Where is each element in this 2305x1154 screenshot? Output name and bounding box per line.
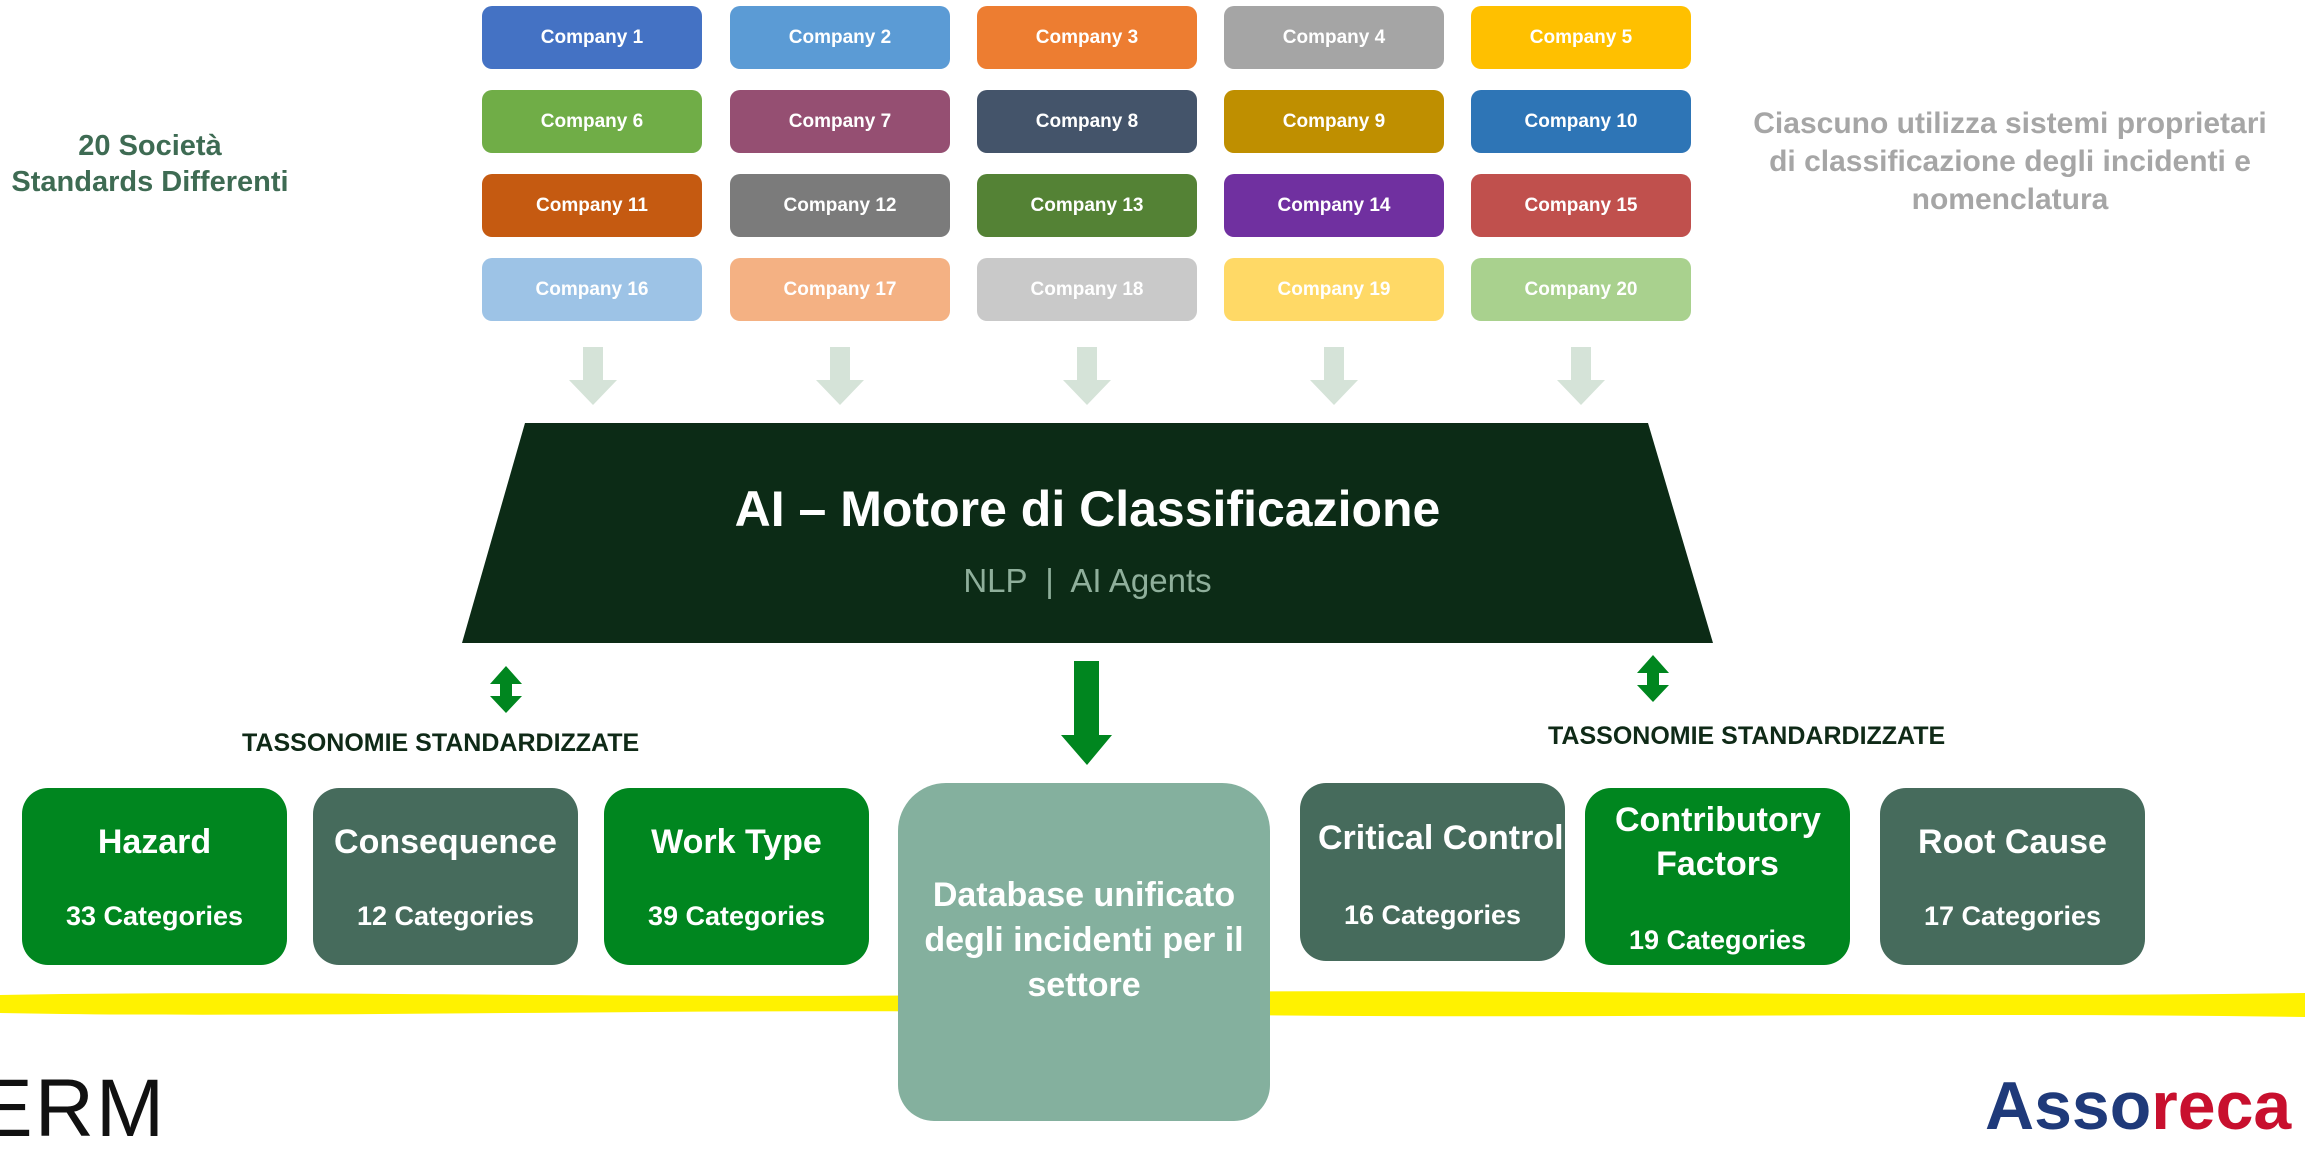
category-count: 17 Categories bbox=[1923, 901, 2102, 931]
company-label: Company 15 bbox=[1524, 194, 1638, 216]
category-root-cause: Root Cause 17 Categories bbox=[1880, 788, 2145, 965]
company-box: Company 2 bbox=[730, 6, 950, 69]
company-box: Company 5 bbox=[1471, 6, 1691, 69]
taxonomy-label-right: TASSONOMIE STANDARDIZZATE bbox=[1548, 722, 1946, 750]
right-note-line1: Ciascuno utilizza sistemi proprietari bbox=[1753, 107, 2267, 140]
company-label: Company 7 bbox=[788, 110, 892, 132]
double-arrow-icon bbox=[1637, 655, 1669, 702]
left-note: 20 Società Standards Differenti bbox=[0, 128, 300, 200]
company-box: Company 6 bbox=[482, 90, 702, 153]
category-work-type: Work Type 39 Categories bbox=[604, 788, 869, 965]
category-title: Contributory Factors bbox=[1615, 801, 1821, 883]
category-consequence: Consequence 12 Categories bbox=[313, 788, 578, 965]
company-label: Company 14 bbox=[1277, 194, 1391, 216]
category-count: 19 Categories bbox=[1628, 925, 1807, 955]
right-note-line3: nomenclatura bbox=[1911, 183, 2109, 216]
company-box: Company 8 bbox=[977, 90, 1197, 153]
category-contributory-factors: Contributory Factors 19 Categories bbox=[1585, 788, 1850, 965]
company-label: Company 2 bbox=[788, 26, 892, 48]
category-hazard: Hazard 33 Categories bbox=[22, 788, 287, 965]
category-title: Hazard bbox=[97, 823, 212, 861]
double-arrow-icon bbox=[490, 666, 522, 713]
category-title: Work Type bbox=[651, 823, 822, 861]
category-count: 16 Categories bbox=[1343, 900, 1522, 930]
company-label: Company 19 bbox=[1277, 278, 1391, 300]
engine-subtitle: NLP | AI Agents bbox=[963, 562, 1212, 599]
big-down-arrow-icon bbox=[1061, 661, 1112, 765]
category-title: Root Cause bbox=[1918, 823, 2107, 861]
category-count: 39 Categories bbox=[647, 901, 826, 931]
category-count: 12 Categories bbox=[356, 901, 535, 931]
down-arrow-icon bbox=[569, 347, 617, 405]
company-box: Company 12 bbox=[730, 174, 950, 237]
company-box: Company 3 bbox=[977, 6, 1197, 69]
left-note-line1: 20 Società bbox=[78, 130, 222, 162]
engine-title: AI – Motore di Classificazione bbox=[734, 481, 1441, 537]
company-box: Company 20 bbox=[1471, 258, 1691, 321]
company-box: Company 15 bbox=[1471, 174, 1691, 237]
assoreca-logo: Assoreca bbox=[1985, 1066, 2291, 1146]
down-arrow-icon bbox=[1557, 347, 1605, 405]
company-label: Company 3 bbox=[1035, 26, 1139, 48]
company-label: Company 11 bbox=[536, 194, 648, 216]
company-label: Company 10 bbox=[1524, 110, 1638, 132]
engine-arrows bbox=[490, 655, 1669, 765]
company-label: Company 18 bbox=[1030, 278, 1144, 300]
company-label: Company 4 bbox=[1282, 26, 1386, 48]
company-label: Company 1 bbox=[540, 26, 644, 48]
company-label: Company 12 bbox=[783, 194, 897, 216]
company-box: Company 18 bbox=[977, 258, 1197, 321]
company-box: Company 11 bbox=[482, 174, 702, 237]
category-title: Critical Control bbox=[1318, 819, 1564, 857]
category-count: 33 Categories bbox=[65, 901, 244, 931]
database-line3: settore bbox=[1027, 966, 1141, 1004]
right-note-line2: di classificazione degli incidenti e bbox=[1769, 145, 2251, 178]
company-box: Company 19 bbox=[1224, 258, 1444, 321]
company-box: Company 13 bbox=[977, 174, 1197, 237]
category-title: Consequence bbox=[334, 823, 557, 861]
company-box: Company 14 bbox=[1224, 174, 1444, 237]
database-box: Database unificato degli incidenti per i… bbox=[898, 783, 1270, 1121]
company-label: Company 16 bbox=[535, 278, 649, 300]
erm-logo: ERM bbox=[0, 1063, 167, 1154]
taxonomy-label-left: TASSONOMIE STANDARDIZZATE bbox=[242, 729, 640, 757]
database-line1: Database unificato bbox=[932, 876, 1236, 914]
company-box: Company 17 bbox=[730, 258, 950, 321]
company-label: Company 5 bbox=[1529, 26, 1633, 48]
down-arrow-icon bbox=[1063, 347, 1111, 405]
company-box: Company 1 bbox=[482, 6, 702, 69]
database-text: Database unificato degli incidenti per i… bbox=[898, 873, 1270, 1008]
down-arrow-icon bbox=[816, 347, 864, 405]
company-label: Company 8 bbox=[1035, 110, 1139, 132]
left-note-line2: Standards Differenti bbox=[11, 166, 289, 198]
right-note: Ciascuno utilizza sistemi proprietari di… bbox=[1740, 105, 2280, 219]
company-box: Company 7 bbox=[730, 90, 950, 153]
company-label: Company 6 bbox=[540, 110, 644, 132]
engine-shape bbox=[462, 423, 1713, 643]
down-arrow-icon bbox=[1310, 347, 1358, 405]
company-box: Company 16 bbox=[482, 258, 702, 321]
company-arrows bbox=[569, 347, 1605, 405]
company-label: Company 9 bbox=[1282, 110, 1386, 132]
company-label: Company 20 bbox=[1524, 278, 1638, 300]
assoreca-logo-text: Assoreca bbox=[1985, 1068, 2292, 1144]
company-box: Company 9 bbox=[1224, 90, 1444, 153]
database-line2: degli incidenti per il bbox=[924, 921, 1244, 959]
company-label: Company 13 bbox=[1030, 194, 1144, 216]
category-critical-control: Critical Control 16 Categories bbox=[1300, 783, 1565, 961]
company-box: Company 10 bbox=[1471, 90, 1691, 153]
company-box: Company 4 bbox=[1224, 6, 1444, 69]
company-label: Company 17 bbox=[783, 278, 897, 300]
